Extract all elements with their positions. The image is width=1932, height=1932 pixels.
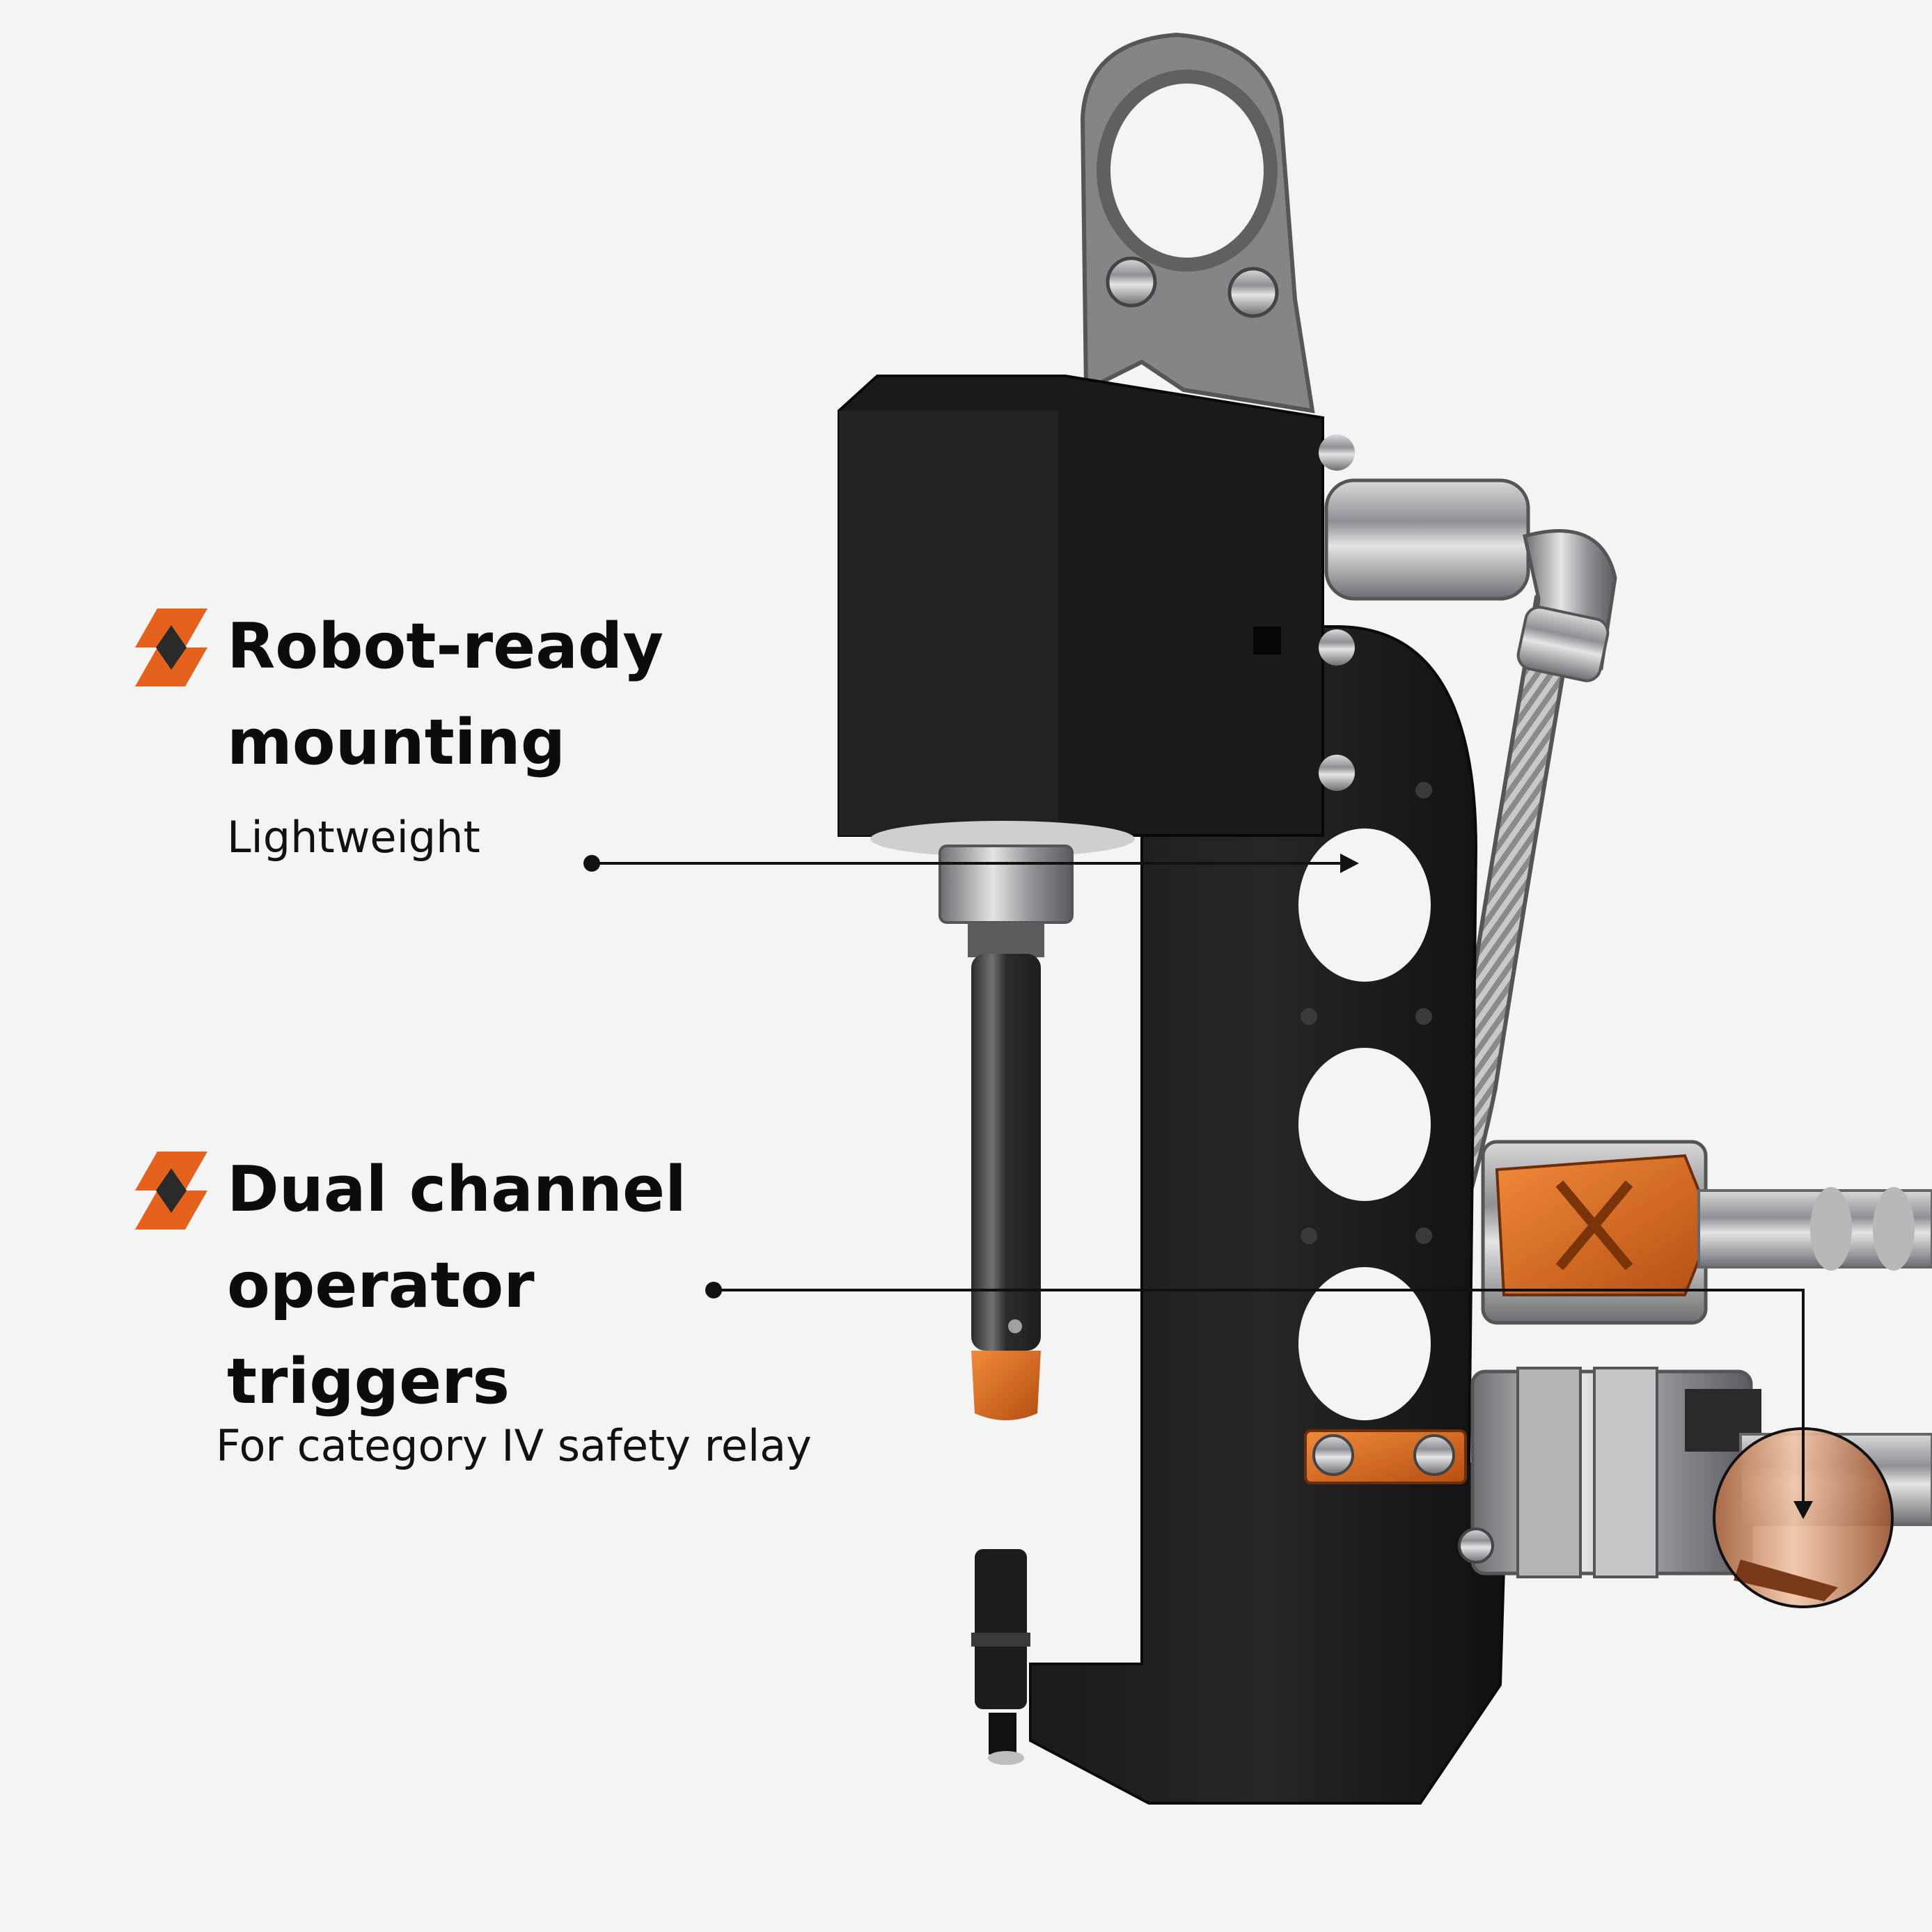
feature-title-line: Dual channel <box>227 1153 686 1226</box>
orange-diamond-logo-icon <box>135 1152 207 1230</box>
lifting-eye-plate <box>1080 32 1315 414</box>
probe-rod <box>938 845 1074 1420</box>
feature-subtitle: Lightweight <box>227 812 480 863</box>
callout-triggers <box>705 1282 1813 1519</box>
orange-mount-block <box>1304 1429 1467 1484</box>
upper-trigger-assembly <box>1481 1140 1932 1325</box>
frame-cutout-holes <box>1298 828 1431 1420</box>
orange-diamond-logo-icon <box>135 608 207 686</box>
feature-title-line: mounting <box>227 706 566 779</box>
feature-subtitle: For category IV safety relay <box>216 1420 812 1471</box>
c-frame-bracket <box>1029 625 1506 1805</box>
callout-mounting <box>583 854 1359 873</box>
actuator-housing <box>838 375 1355 857</box>
feature-title-line: Robot-ready <box>227 610 664 683</box>
feature-title: Robot-ready mounting <box>227 599 663 791</box>
feature-title-line: operator <box>227 1249 535 1322</box>
lower-sensor-pin <box>971 1549 1030 1765</box>
feature-title: Dual channel operator triggers <box>227 1142 686 1430</box>
feature-title-line: triggers <box>227 1345 510 1418</box>
